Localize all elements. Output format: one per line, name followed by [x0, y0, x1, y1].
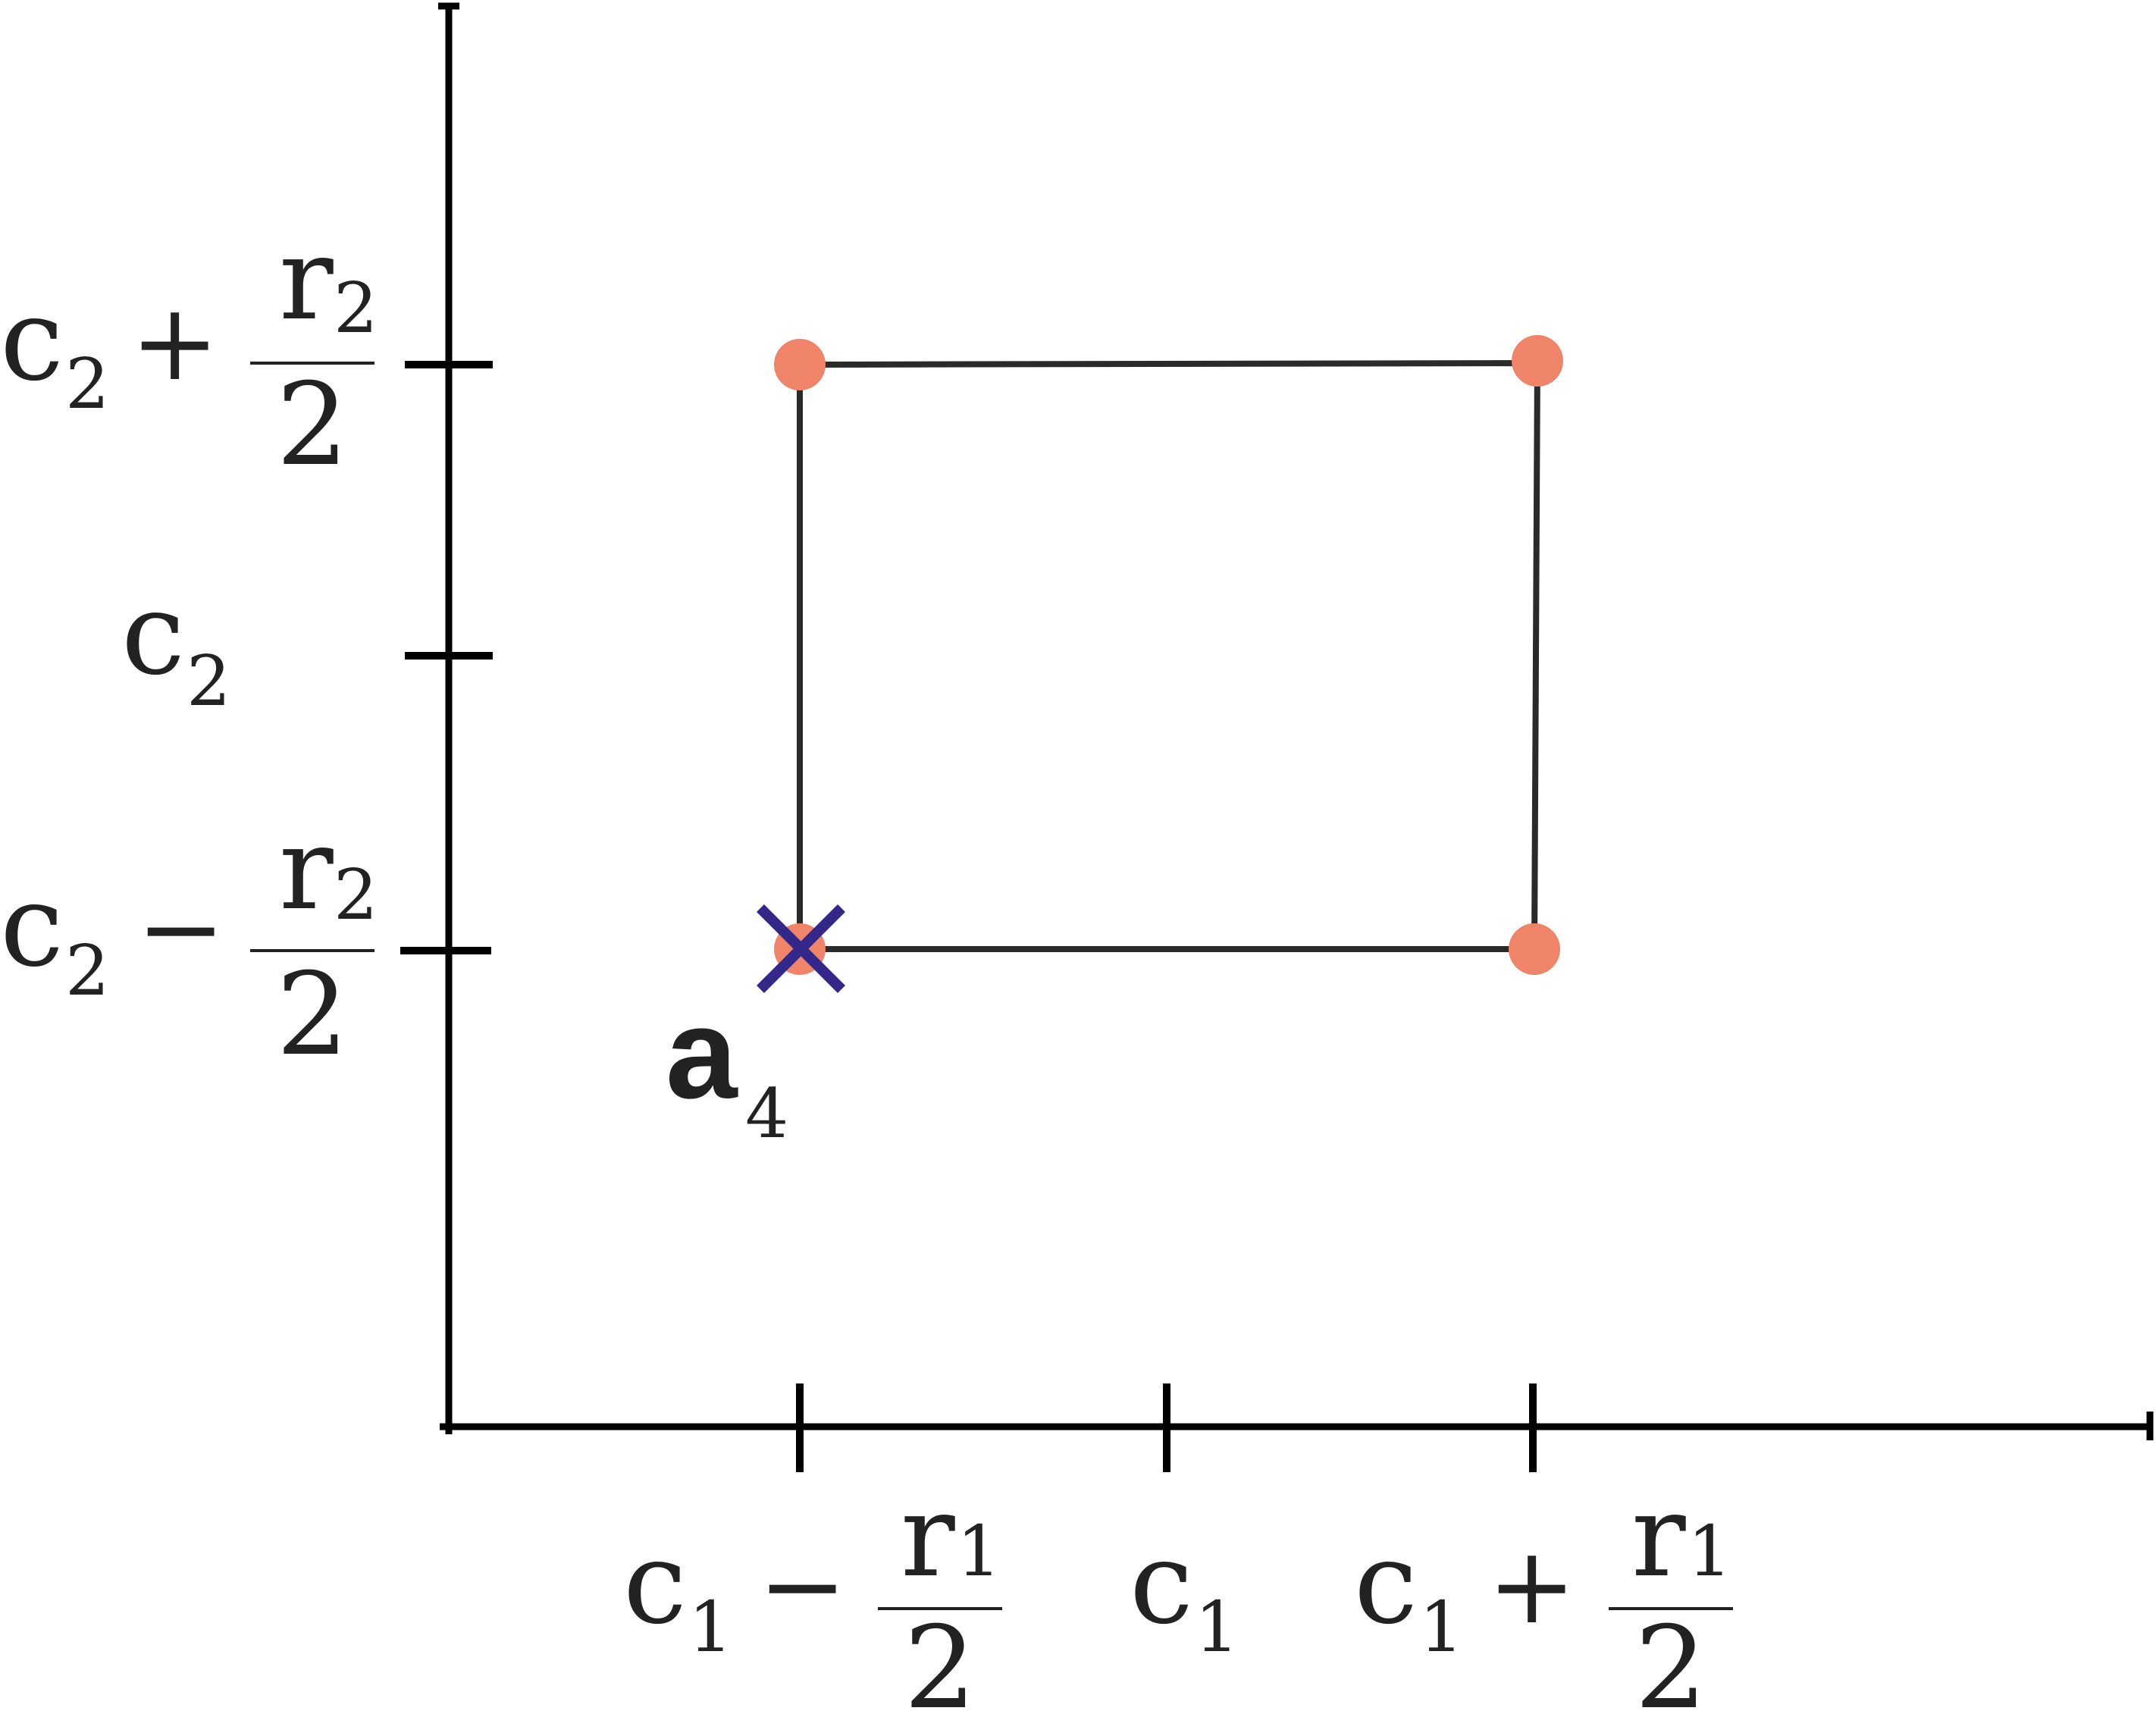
y-label-top-base: c	[0, 274, 64, 406]
y-tick-label-top: c 2 + r 2 2	[0, 214, 378, 491]
y-label-top-op: +	[130, 281, 219, 405]
x-tick-label-center: c 1	[1130, 1518, 1239, 1668]
region-rectangle	[797, 359, 1541, 952]
y-label-bottom-op: −	[136, 867, 225, 991]
x-label-left-num: r	[901, 1471, 955, 1603]
y-label-bottom-num-sub: 2	[334, 854, 378, 935]
y-tick-label-bottom: c 2 − r 2 2	[0, 804, 378, 1081]
x-label-right-num-sub: 1	[1688, 1511, 1732, 1592]
x-label-left-op: −	[758, 1524, 847, 1648]
y-label-top-sub: 2	[65, 343, 110, 425]
x-label-right-base: c	[1354, 1518, 1418, 1650]
x-label-center-sub: 1	[1195, 1587, 1239, 1668]
x-label-right-sub: 1	[1419, 1587, 1464, 1668]
y-label-bottom-base: c	[0, 860, 64, 992]
y-label-center-base: c	[121, 569, 185, 700]
x-tick-label-left: c 1 − r 1 2	[623, 1471, 1002, 1714]
x-label-left-num-sub: 1	[957, 1511, 1001, 1592]
x-label-left-sub: 1	[688, 1587, 733, 1668]
x-label-right-den: 2	[1634, 1603, 1706, 1714]
x-label-left-base: c	[623, 1518, 687, 1650]
y-label-bottom-sub: 2	[65, 930, 110, 1011]
corner-point-top-left	[774, 339, 826, 390]
x-label-left-den: 2	[904, 1603, 976, 1714]
y-label-top-den: 2	[276, 359, 348, 491]
axes	[400, 2, 2154, 1472]
corner-point-bottom-right	[1509, 923, 1560, 975]
point-label-base: a	[666, 982, 738, 1126]
x-label-right-op: +	[1487, 1524, 1576, 1648]
x-tick-label-right: c 1 + r 1 2	[1354, 1471, 1733, 1714]
corner-point-top-right	[1512, 335, 1563, 387]
point-label-sub: 4	[745, 1074, 788, 1154]
y-label-top-num: r	[279, 214, 334, 346]
x-cross-icon	[757, 904, 845, 993]
x-label-right-num: r	[1631, 1471, 1686, 1603]
point-label-a4: a 4	[666, 982, 788, 1154]
y-label-top-num-sub: 2	[334, 268, 378, 349]
x-label-center-base: c	[1130, 1518, 1193, 1650]
y-tick-label-center: c 2	[121, 569, 231, 722]
y-label-bottom-num: r	[279, 804, 334, 935]
y-label-bottom-den: 2	[276, 949, 348, 1081]
corner-points	[774, 335, 1563, 975]
y-label-center-sub: 2	[186, 641, 231, 722]
